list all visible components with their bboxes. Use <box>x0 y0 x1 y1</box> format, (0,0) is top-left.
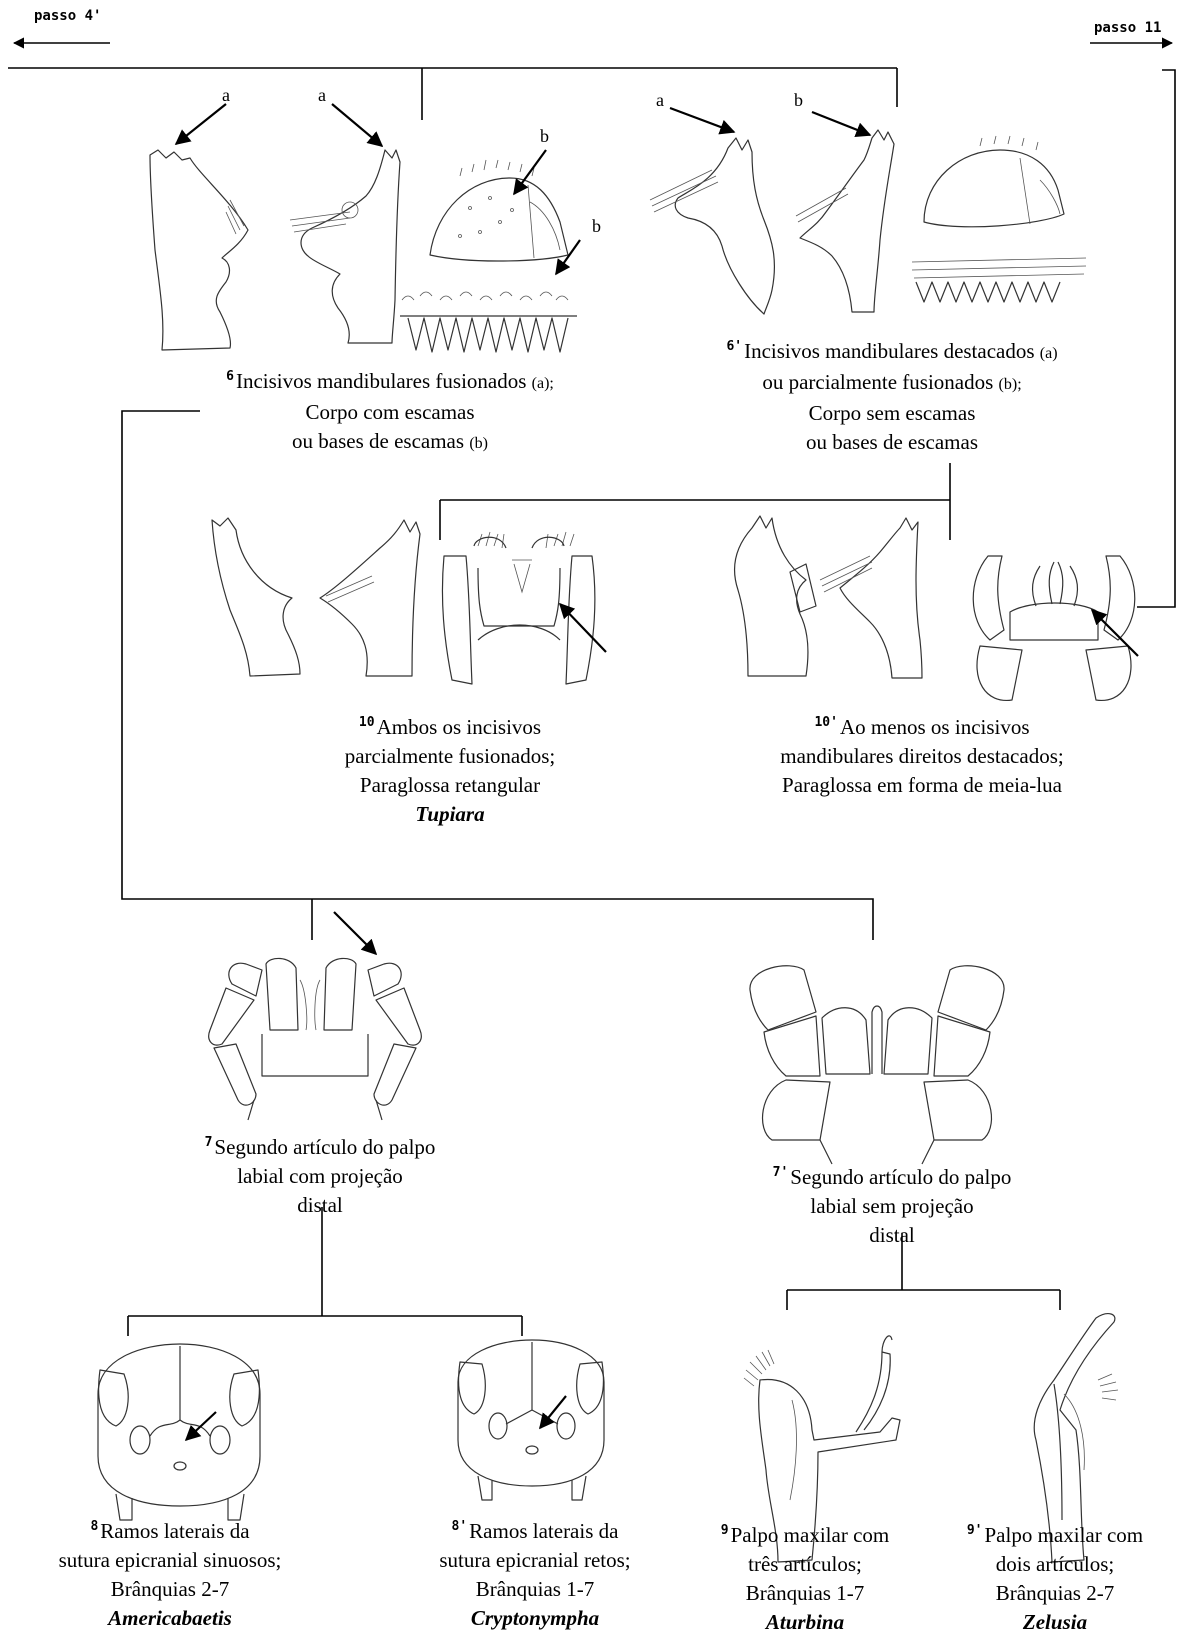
couplet-number: 7' <box>773 1165 789 1180</box>
back-step-label[interactable]: passo 4' <box>34 8 101 24</box>
caption-letter: (a); <box>532 375 554 392</box>
couplet-10-caption: 10Ambos os incisivos parcialmente fusion… <box>260 708 640 829</box>
couplet-number: 9 <box>721 1523 729 1538</box>
caption-line: Brânquias 2-7 <box>20 1575 320 1604</box>
scale-edge-drawing-6p <box>912 258 1086 302</box>
caption-line: Incisivos mandibulares fusionados <box>236 369 526 393</box>
connector-passo-11 <box>1137 70 1175 607</box>
scale-edge-drawing-6 <box>400 292 577 352</box>
letter-b-label: b <box>592 216 601 237</box>
labium-drawing-10 <box>442 532 594 684</box>
caption-line: parcialmente fusionados; <box>260 742 640 771</box>
letter-b-label: b <box>540 126 549 147</box>
bracket-couplet-6 <box>8 68 897 120</box>
caption-line: Palpo maxilar com <box>731 1523 890 1547</box>
couplet-10p-caption: 10'Ao menos os incisivos mandibulares di… <box>712 708 1132 800</box>
mandible-left-drawing-6p <box>650 138 774 314</box>
caption-line: dois artículos; <box>935 1550 1175 1579</box>
caption-letter: (b); <box>999 376 1022 393</box>
letter-a-label: a <box>656 90 664 111</box>
caption-line: Paraglossa retangular <box>260 771 640 800</box>
caption-line: sutura epicranial sinuosos; <box>20 1546 320 1575</box>
couplet-7p-caption: 7'Segundo artículo do palpo labial sem p… <box>722 1158 1062 1250</box>
caption-line: labial sem projeção <box>722 1192 1062 1221</box>
couplet-8p-caption: 8'Ramos laterais da sutura epicranial re… <box>405 1512 665 1633</box>
caption-line: Paraglossa em forma de meia-lua <box>712 771 1132 800</box>
bracket-couplet-8 <box>128 1207 522 1336</box>
caption-letter: (b) <box>469 435 488 452</box>
caption-line: mandibulares direitos destacados; <box>712 742 1132 771</box>
scale-body-drawing-6p <box>924 136 1064 227</box>
caption-line: ou bases de escamas <box>292 429 464 453</box>
couplet-number: 8' <box>452 1519 468 1534</box>
couplet-number: 7 <box>205 1135 213 1150</box>
caption-line: labial com projeção <box>150 1162 490 1191</box>
caption-line: Ramos laterais da <box>469 1519 618 1543</box>
mandible-right-drawing-6p <box>796 130 894 312</box>
couplet-6p-caption: 6'Incisivos mandibulares destacados (a) … <box>682 332 1102 457</box>
caption-line: ou bases de escamas <box>682 428 1102 457</box>
couplet-9p-caption: 9'Palpo maxilar com dois artículos; Brân… <box>935 1516 1175 1637</box>
couplet-number: 9' <box>967 1523 983 1538</box>
letter-b-label: b <box>794 90 803 111</box>
genus-name: Zelusia <box>935 1608 1175 1637</box>
caption-line: ou parcialmente fusionados <box>762 370 993 394</box>
caption-line: Segundo artículo do palpo <box>790 1165 1011 1189</box>
caption-line: Palpo maxilar com <box>985 1523 1144 1547</box>
caption-line: Ambos os incisivos <box>377 715 542 739</box>
couplet-number: 10 <box>359 715 375 730</box>
mandibles-drawing-10 <box>212 518 420 676</box>
head-drawing-8 <box>98 1344 260 1520</box>
genus-name: Americabaetis <box>20 1604 320 1633</box>
head-drawing-8p <box>458 1340 604 1500</box>
caption-letter: (a) <box>1040 345 1058 362</box>
caption-line: Corpo sem escamas <box>682 399 1102 428</box>
couplet-6-caption: 6Incisivos mandibulares fusionados (a); … <box>180 362 600 458</box>
caption-line: Brânquias 1-7 <box>690 1579 920 1608</box>
caption-line: Segundo artículo do palpo <box>214 1135 435 1159</box>
labium-drawing-7p <box>750 966 1004 1164</box>
caption-line: Brânquias 2-7 <box>935 1579 1175 1608</box>
couplet-7-caption: 7Segundo artículo do palpo labial com pr… <box>150 1128 490 1220</box>
scale-body-drawing-6 <box>430 160 568 261</box>
caption-line: Incisivos mandibulares destacados <box>744 339 1034 363</box>
genus-name: Tupiara <box>260 800 640 829</box>
labium-drawing-7 <box>209 958 422 1120</box>
couplet-9-caption: 9Palpo maxilar com três artículos; Brânq… <box>690 1516 920 1637</box>
caption-line: sutura epicranial retos; <box>405 1546 665 1575</box>
couplet-number: 8 <box>90 1519 98 1534</box>
bracket-couplet-10 <box>440 463 950 540</box>
genus-name: Aturbina <box>690 1608 920 1637</box>
caption-line: Corpo com escamas <box>180 398 600 427</box>
mandible-left-drawing-6 <box>150 150 248 350</box>
couplet-number: 10' <box>814 715 837 730</box>
caption-line: distal <box>722 1221 1062 1250</box>
mandible-right-drawing-6 <box>290 150 400 343</box>
caption-line: distal <box>150 1191 490 1220</box>
couplet-8-caption: 8Ramos laterais da sutura epicranial sin… <box>20 1512 320 1633</box>
letter-a-label: a <box>222 85 230 106</box>
caption-line: Ramos laterais da <box>100 1519 249 1543</box>
forward-step-label[interactable]: passo 11 <box>1094 20 1161 36</box>
couplet-number: 6 <box>226 369 234 384</box>
caption-line: Brânquias 1-7 <box>405 1575 665 1604</box>
genus-name: Cryptonympha <box>405 1604 665 1633</box>
caption-line: três artículos; <box>690 1550 920 1579</box>
caption-line: Ao menos os incisivos <box>840 715 1030 739</box>
letter-a-label: a <box>318 85 326 106</box>
couplet-number: 6' <box>726 339 742 354</box>
mandibles-drawing-10p <box>734 516 922 678</box>
